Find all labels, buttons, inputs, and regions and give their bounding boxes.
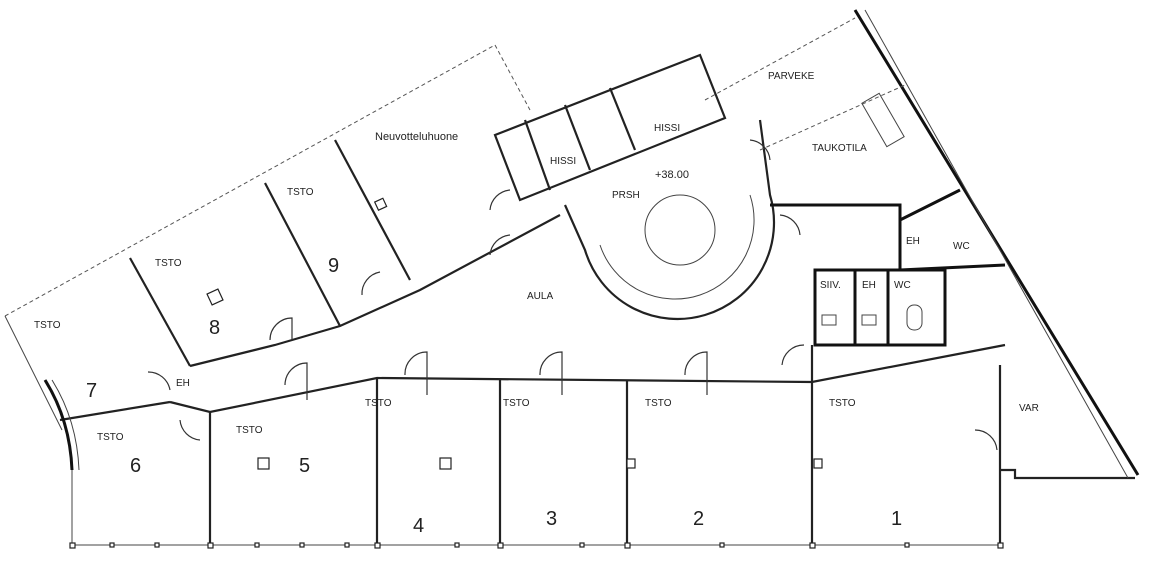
- room-number-3: 3: [546, 508, 557, 530]
- label-wc-lower: WC: [894, 280, 911, 291]
- label-tsto-4: TSTO: [365, 398, 392, 409]
- label-prsh: PRSH: [612, 190, 640, 201]
- label-var: VAR: [1019, 403, 1039, 414]
- doors: [147, 139, 998, 451]
- room-number-7: 7: [86, 380, 97, 402]
- room-number-1: 1: [891, 508, 902, 530]
- label-tsto-8: TSTO: [155, 258, 182, 269]
- label-aula: AULA: [527, 291, 553, 302]
- label-tsto-9: TSTO: [287, 187, 314, 198]
- label-tsto-3: TSTO: [503, 398, 530, 409]
- label-eh-left: EH: [176, 378, 190, 389]
- label-parveke: PARVEKE: [768, 71, 815, 82]
- room-number-2: 2: [693, 508, 704, 530]
- label-siiv: SIIV.: [820, 280, 841, 291]
- label-taukotila: TAUKOTILA: [812, 143, 867, 154]
- label-wc-upper: WC: [953, 241, 970, 252]
- room-labels: Neuvotteluhuone TSTO 9 TSTO 8 TSTO 7 EH …: [34, 71, 1039, 537]
- core: [493, 53, 776, 321]
- label-tsto-7: TSTO: [34, 320, 61, 331]
- curved-window: [43, 379, 74, 471]
- right-wing-walls: [704, 9, 1140, 479]
- label-meeting-room: Neuvotteluhuone: [375, 131, 458, 143]
- column-markers: [69, 197, 1004, 549]
- lower-offices-walls: [71, 343, 1135, 546]
- room-number-6: 6: [130, 455, 141, 477]
- label-tsto-2: TSTO: [645, 398, 672, 409]
- upper-wing-walls: [4, 44, 561, 431]
- label-eh-upper: EH: [906, 236, 920, 247]
- level-elevation: +38.00: [655, 169, 689, 181]
- label-tsto-5: TSTO: [236, 425, 263, 436]
- room-number-4: 4: [413, 515, 424, 537]
- label-eh-lower: EH: [862, 280, 876, 291]
- label-hissi-1: HISSI: [654, 123, 680, 134]
- label-tsto-1: TSTO: [829, 398, 856, 409]
- room-number-9: 9: [328, 255, 339, 277]
- room-number-5: 5: [299, 455, 310, 477]
- label-tsto-6: TSTO: [97, 432, 124, 443]
- room-number-8: 8: [209, 317, 220, 339]
- label-hissi-2: HISSI: [550, 156, 576, 167]
